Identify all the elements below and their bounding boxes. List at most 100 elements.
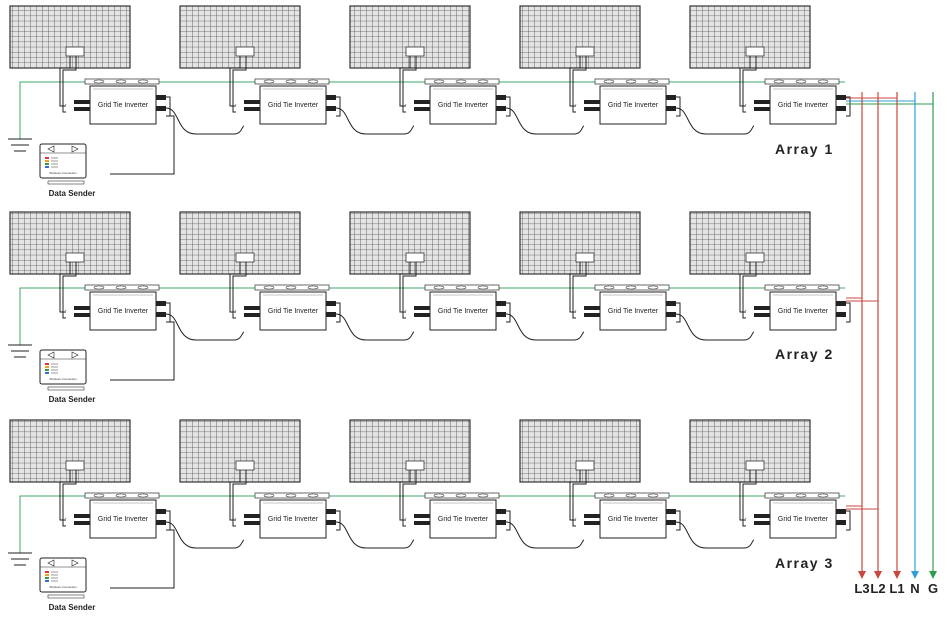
junction-box xyxy=(575,46,595,57)
junction-box xyxy=(65,252,85,263)
ac-connector xyxy=(156,520,166,525)
inverter-label: Grid Tie Inverter xyxy=(268,516,319,523)
rail-slot xyxy=(625,79,637,84)
junction-box xyxy=(65,46,85,57)
polarity-mark: + xyxy=(745,102,747,106)
rail-slot xyxy=(93,493,105,498)
rail-slot xyxy=(817,79,829,84)
data-sender-label: Data Sender xyxy=(49,395,96,404)
ac-connector xyxy=(666,520,676,525)
ac-loop xyxy=(676,96,681,117)
dc-lead-negative xyxy=(59,262,71,313)
rail-slot xyxy=(647,79,659,84)
ac-loop xyxy=(336,96,341,117)
dc-lead-positive xyxy=(742,262,757,319)
sender-base xyxy=(47,594,85,599)
inverter-label: Grid Tie Inverter xyxy=(438,102,489,109)
ac-connector xyxy=(496,520,506,525)
dc-connector xyxy=(414,306,430,310)
ac-connector xyxy=(326,95,336,100)
rail-slot xyxy=(115,79,127,84)
ac-loop xyxy=(506,96,511,117)
polarity-mark: - xyxy=(402,267,403,271)
sender-base xyxy=(47,180,85,185)
dc-connector xyxy=(74,107,90,111)
ac-trunk-cable xyxy=(165,521,245,549)
rail-slot xyxy=(307,493,319,498)
ac-connector xyxy=(666,509,676,514)
inverter-unit: -+Grid Tie Inverter xyxy=(519,211,755,341)
dc-lead-positive xyxy=(232,56,247,113)
dc-lead-positive xyxy=(62,470,77,527)
rail-slot xyxy=(455,285,467,290)
dc-connector xyxy=(584,100,600,104)
rail-slot xyxy=(285,79,297,84)
inverter-body xyxy=(769,85,837,125)
ac-connector xyxy=(326,520,336,525)
inverter-body xyxy=(259,291,327,331)
ac-connector xyxy=(666,106,676,111)
inverter-unit: -+Grid Tie Inverter xyxy=(179,5,415,135)
rail-slot xyxy=(477,285,489,290)
dc-lead-positive xyxy=(232,262,247,319)
polarity-mark: - xyxy=(62,61,63,65)
bus-arrow xyxy=(929,571,937,579)
rail-slot xyxy=(477,79,489,84)
dc-connector xyxy=(754,100,770,104)
ac-trunk-cable xyxy=(165,107,245,135)
polarity-mark: - xyxy=(572,61,573,65)
ac-trunk-cable xyxy=(505,107,585,135)
port-icon xyxy=(47,351,55,359)
inverter-label: Grid Tie Inverter xyxy=(608,102,659,109)
inverter-label: Grid Tie Inverter xyxy=(98,516,149,523)
junction-box xyxy=(745,252,765,263)
inverter-body xyxy=(599,85,667,125)
rail-slot xyxy=(647,493,659,498)
port-icon xyxy=(47,559,55,567)
ac-loop xyxy=(166,302,171,323)
dc-connector xyxy=(74,100,90,104)
ac-connector xyxy=(836,106,846,111)
dc-connector xyxy=(74,514,90,518)
dc-connector xyxy=(244,521,260,525)
dc-connector xyxy=(584,514,600,518)
dc-lead-negative xyxy=(569,262,581,313)
inverter-body xyxy=(429,291,497,331)
dc-connector xyxy=(244,100,260,104)
rail-slot xyxy=(115,493,127,498)
rail-slot xyxy=(433,79,445,84)
rail-slot xyxy=(625,493,637,498)
port-icon xyxy=(71,559,79,567)
mounting-rail xyxy=(424,284,500,291)
junction-box xyxy=(575,252,595,263)
polarity-mark: - xyxy=(572,475,573,479)
dc-lead-positive xyxy=(742,470,757,527)
rail-slot xyxy=(603,79,615,84)
sender-base xyxy=(47,386,85,391)
dc-connector xyxy=(754,107,770,111)
rail-slot xyxy=(603,285,615,290)
status-led xyxy=(45,163,49,165)
mounting-rail xyxy=(764,492,840,499)
dc-lead-negative xyxy=(399,262,411,313)
data-sender-label: Data Sender xyxy=(49,189,96,198)
data-sender-box xyxy=(39,143,87,179)
mounting-rail xyxy=(84,284,160,291)
status-led xyxy=(45,571,49,573)
polarity-mark: - xyxy=(402,61,403,65)
dc-connector xyxy=(414,313,430,317)
inverter-body xyxy=(769,291,837,331)
port-icon xyxy=(71,145,79,153)
dc-lead-positive xyxy=(572,56,587,113)
dc-lead-negative xyxy=(399,470,411,521)
ac-trunk-cable xyxy=(675,521,755,549)
rail-slot xyxy=(307,285,319,290)
mounting-rail xyxy=(254,284,330,291)
inverter-body xyxy=(89,291,157,331)
polarity-mark: + xyxy=(575,102,577,106)
mounting-rail xyxy=(594,284,670,291)
array-label: Array 2 xyxy=(775,346,834,362)
dc-lead-negative xyxy=(569,56,581,107)
dc-connector xyxy=(754,514,770,518)
